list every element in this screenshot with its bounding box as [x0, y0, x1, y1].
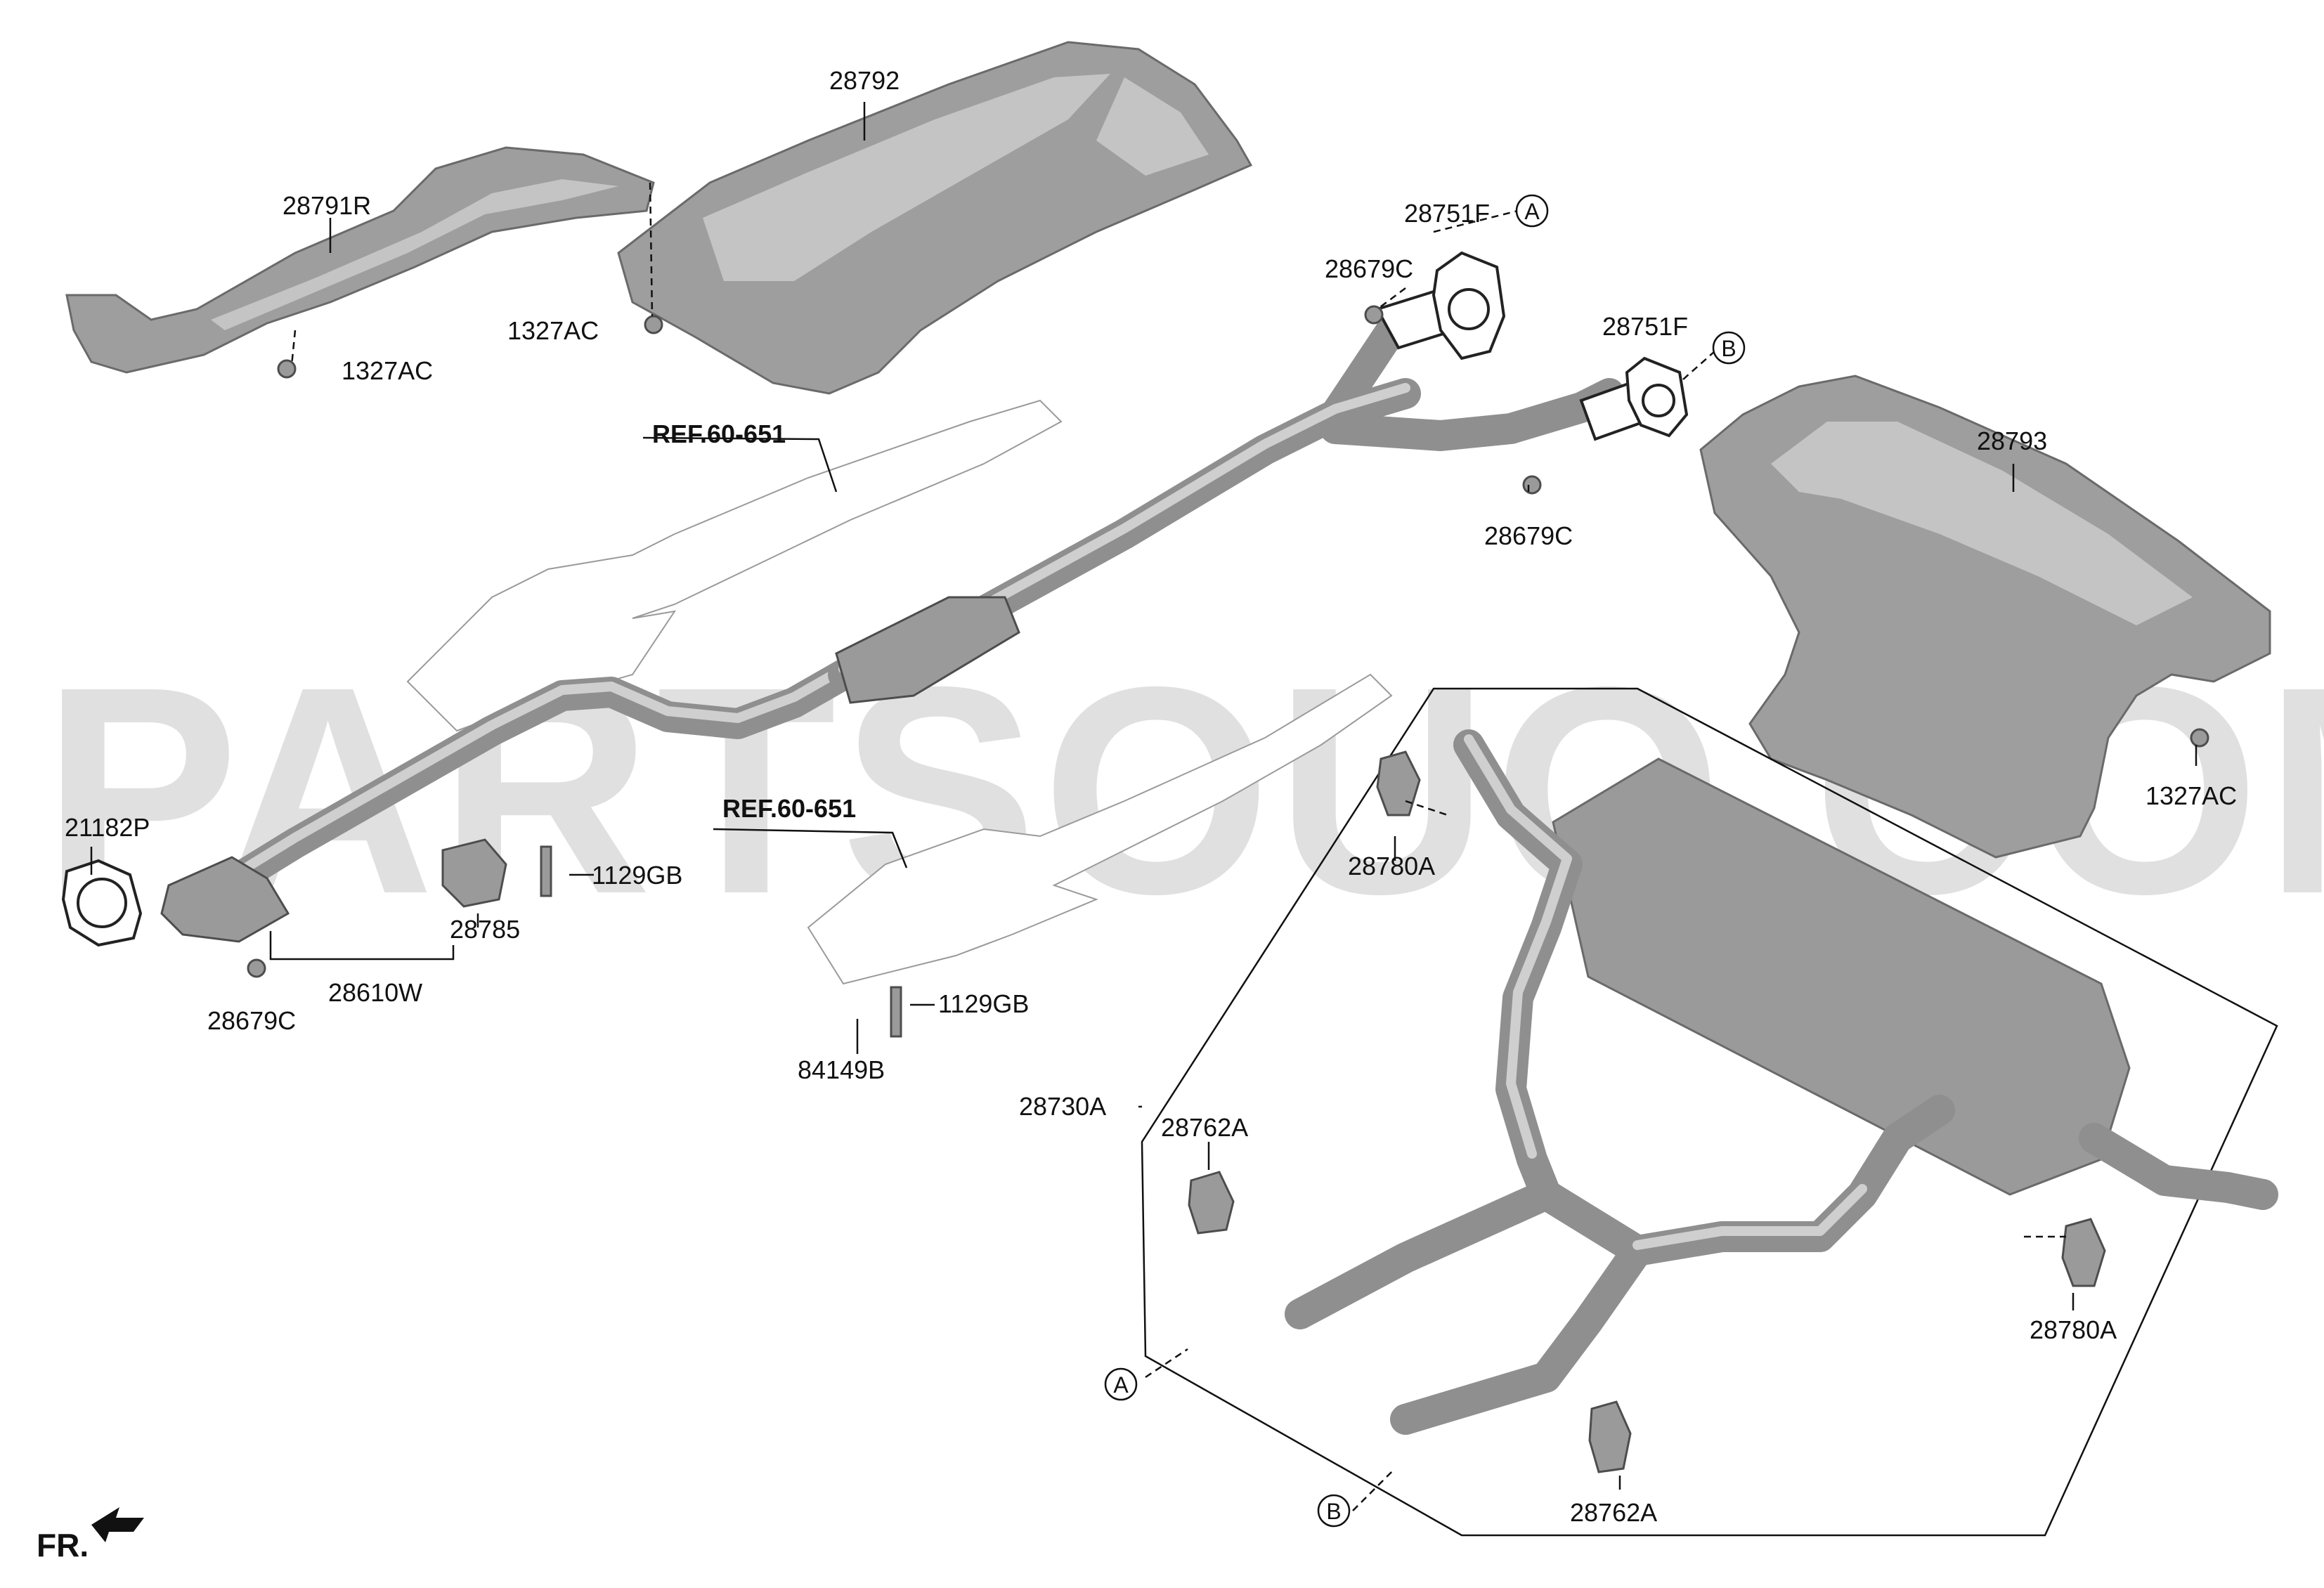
heat-shield-28793[interactable] — [1699, 375, 2271, 859]
front-arrow-icon — [91, 1507, 144, 1542]
gasket-28751f-b[interactable] — [1625, 356, 1689, 438]
part-label-28762a-lower[interactable]: 28762A — [1570, 1498, 1657, 1527]
circle-marker-b-bottom: B — [1317, 1494, 1351, 1528]
part-label-28785[interactable]: 28785 — [450, 915, 520, 944]
part-label-1327ac-middle[interactable]: 1327AC — [507, 316, 599, 345]
hanger-28762a-upper[interactable] — [1188, 1171, 1235, 1235]
hanger-28780a-upper[interactable] — [1376, 750, 1421, 816]
rear-muffler-box — [1141, 687, 2278, 1537]
gasket-21182p[interactable] — [61, 859, 143, 947]
part-label-1327ac-left[interactable]: 1327AC — [342, 356, 433, 385]
svg-text:FR.: FR. — [37, 1527, 89, 1563]
leader-lines — [90, 102, 2198, 1511]
part-label-28730a[interactable]: 28730A — [1019, 1092, 1106, 1121]
part-label-28791r[interactable]: 28791R — [283, 191, 371, 220]
part-label-28751f-b[interactable]: 28751F — [1602, 312, 1688, 341]
rear-muffler-28730a[interactable] — [1285, 729, 2278, 1435]
circle-marker-a-bottom: A — [1104, 1367, 1138, 1401]
part-label-28793[interactable]: 28793 — [1977, 427, 2047, 455]
part-label-28780a-upper[interactable]: 28780A — [1348, 852, 1435, 880]
part-label-28679c-bottom[interactable]: 28679C — [207, 1006, 296, 1035]
part-label-28679c-middle[interactable]: 28679C — [1484, 521, 1573, 550]
part-label-1129gb-left[interactable]: 1129GB — [592, 861, 682, 890]
svg-text:A: A — [1113, 1372, 1129, 1398]
circle-marker-b-top: B — [1712, 331, 1746, 365]
svg-text:B: B — [1721, 336, 1736, 361]
hanger-28762a-lower[interactable] — [1588, 1400, 1632, 1473]
hanger-28780a-lower[interactable] — [2061, 1218, 2106, 1287]
part-label-28679c-top[interactable]: 28679C — [1325, 254, 1413, 283]
part-label-28762a-upper[interactable]: 28762A — [1161, 1113, 1248, 1142]
reference-label-lower[interactable]: REF.60-651 — [722, 794, 856, 823]
front-direction-indicator: FR. — [37, 1507, 144, 1563]
part-label-28610w[interactable]: 28610W — [328, 978, 422, 1007]
part-label-21182p[interactable]: 21182P — [65, 813, 150, 842]
part-label-28751f-a[interactable]: 28751F — [1404, 199, 1490, 228]
gasket-28751f-a[interactable] — [1432, 251, 1506, 360]
svg-text:B: B — [1326, 1499, 1341, 1524]
part-label-1327ac-right[interactable]: 1327AC — [2146, 781, 2237, 810]
reference-floor-panel-lower — [807, 673, 1393, 985]
part-label-28792[interactable]: 28792 — [829, 66, 900, 95]
heat-shield-28791r[interactable] — [65, 146, 655, 374]
front-pipe-28610w[interactable] — [160, 659, 859, 943]
svg-text:A: A — [1524, 199, 1540, 224]
center-pipe[interactable] — [828, 289, 1647, 704]
part-label-84149b[interactable]: 84149B — [798, 1055, 885, 1084]
heat-shield-28792[interactable] — [617, 41, 1253, 395]
circle-marker-a-top: A — [1515, 194, 1549, 228]
part-label-28780a-lower[interactable]: 28780A — [2030, 1315, 2117, 1344]
hanger-28785[interactable] — [441, 838, 507, 908]
reference-label-upper[interactable]: REF.60-651 — [652, 419, 786, 448]
part-label-1129gb-right[interactable]: 1129GB — [938, 989, 1029, 1018]
